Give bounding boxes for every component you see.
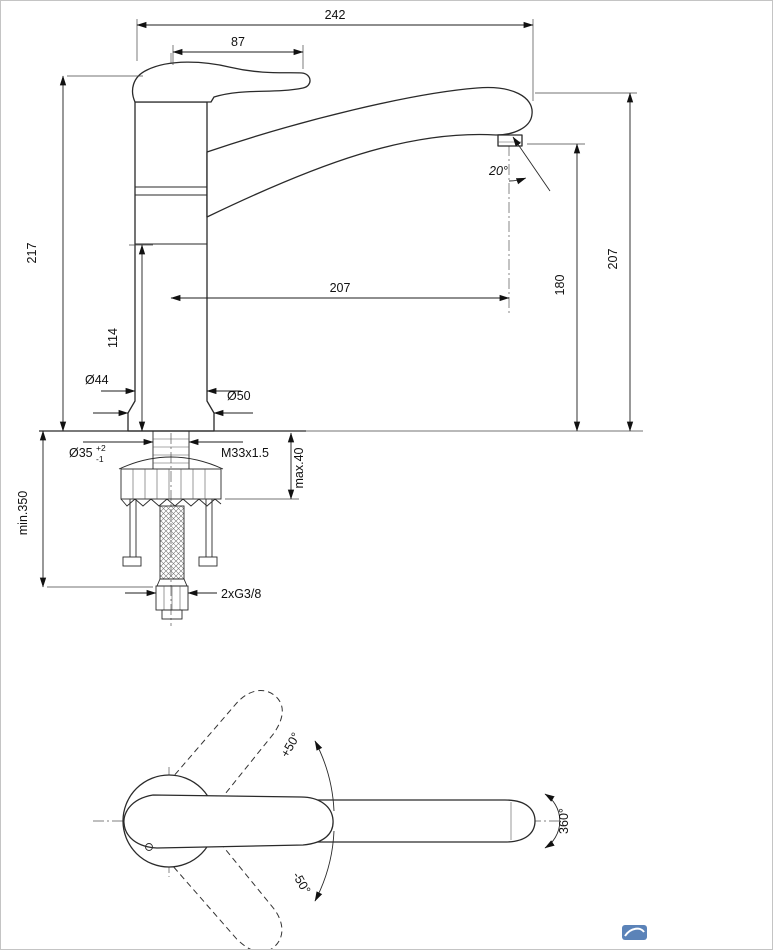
side-view: 242 87 217 114 Ø44 Ø50 bbox=[16, 8, 643, 626]
dim-handle-length-label: 87 bbox=[231, 35, 245, 49]
dim-deck-thickness-max: max.40 bbox=[225, 432, 306, 500]
handle-swing-dashed-down bbox=[130, 781, 283, 949]
dim-spout-total-height: 207 bbox=[535, 92, 637, 432]
dim-handle-length: 87 bbox=[172, 35, 304, 69]
dim-body-height-label: 114 bbox=[106, 328, 120, 348]
dim-spout-reach: 207 bbox=[170, 281, 510, 302]
handle-swing-positive-label: +50° bbox=[278, 730, 303, 760]
dim-base-diameter-label: Ø50 bbox=[227, 389, 251, 403]
dim-spout-angle: 20° bbox=[488, 136, 551, 192]
dim-base-diameter: Ø50 bbox=[93, 389, 253, 417]
top-view-handle bbox=[123, 794, 334, 849]
dim-body-diameter: Ø44 bbox=[85, 373, 241, 395]
swing-arrow-down bbox=[314, 830, 335, 902]
handle-lever bbox=[131, 61, 311, 103]
dim-hose-connection-label: 2xG3/8 bbox=[221, 587, 261, 601]
dim-hole-diameter-label: Ø35 bbox=[69, 446, 93, 460]
handle-swing-dashed-up bbox=[131, 690, 283, 862]
dim-deck-max-label: max.40 bbox=[292, 447, 306, 488]
fixing-bolt-left bbox=[122, 499, 142, 567]
dim-spout-height-label: 207 bbox=[606, 249, 620, 270]
hole-tolerance-minus-label: -1 bbox=[96, 454, 104, 464]
dim-total-height-label: 217 bbox=[25, 243, 39, 264]
spout-outlet bbox=[497, 134, 523, 147]
brand-logo bbox=[622, 925, 647, 940]
dim-total-height: 217 bbox=[25, 75, 143, 432]
dim-outlet-height-label: 180 bbox=[553, 275, 567, 296]
hose-connector-tip bbox=[161, 609, 183, 620]
dim-hose-min-label: min.350 bbox=[16, 491, 30, 536]
dim-total-width-label: 242 bbox=[325, 8, 346, 22]
top-view: +50° -50° 360° bbox=[93, 690, 571, 949]
set-screw bbox=[145, 843, 153, 851]
handle-swing-negative-label: -50° bbox=[290, 870, 314, 897]
dim-hose-length-min: min.350 bbox=[16, 430, 153, 588]
spout-rotation-arrow bbox=[544, 793, 561, 849]
mounting-assembly bbox=[118, 431, 224, 620]
dim-body-height: 114 bbox=[106, 244, 153, 432]
faucet-side-silhouette bbox=[127, 61, 533, 432]
threaded-shank bbox=[152, 431, 190, 469]
dim-body-diameter-label: Ø44 bbox=[85, 373, 109, 387]
swing-arrow-up bbox=[314, 740, 335, 812]
dim-thread-label: M33x1.5 bbox=[221, 446, 269, 460]
dim-spout-angle-label: 20° bbox=[488, 164, 508, 178]
fixing-bolt-right bbox=[198, 499, 218, 567]
supply-hose bbox=[155, 505, 189, 620]
dim-hose-connection: 2xG3/8 bbox=[125, 587, 261, 601]
dim-hole-diameter-and-thread: Ø35 +2 -1 M33x1.5 bbox=[69, 438, 269, 464]
dim-spout-reach-label: 207 bbox=[330, 281, 351, 295]
spout-arm bbox=[206, 86, 533, 218]
dim-total-width: 242 bbox=[136, 8, 534, 101]
faucet-body bbox=[127, 101, 215, 432]
spout-rotation-label: 360° bbox=[557, 808, 571, 834]
dim-outlet-height: 180 bbox=[527, 143, 585, 432]
hole-tolerance-plus-label: +2 bbox=[96, 443, 106, 453]
